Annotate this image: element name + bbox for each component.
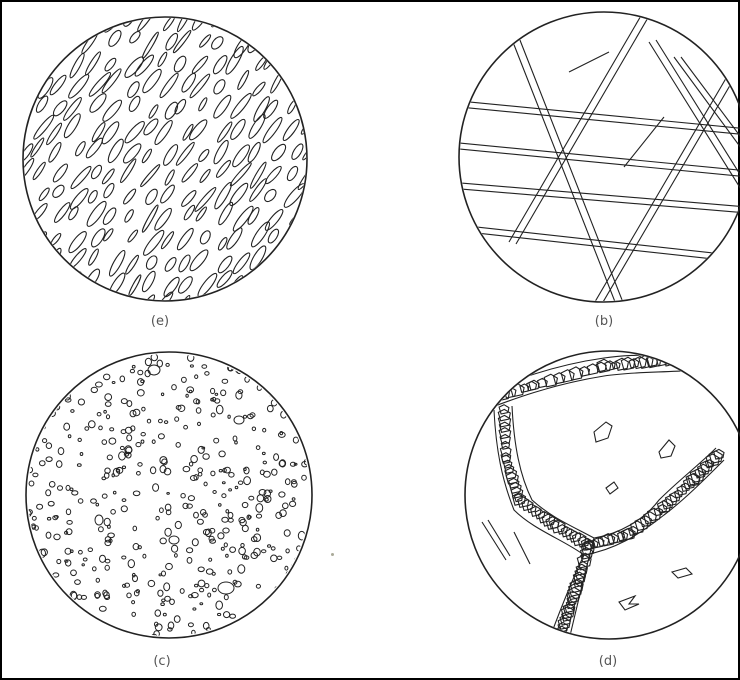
panel-d-caption: (d) [578,654,638,669]
micrograph-panel-d [454,340,740,650]
micrograph-panel-b [449,2,740,312]
grain-boundary-network-micrograph-icon [454,340,740,650]
micrograph-panel-c [14,340,324,650]
elongated-inclusions-micrograph-icon [10,4,320,314]
panel-b-caption: (b) [574,314,634,329]
dispersed-particles-micrograph-icon [14,340,324,650]
panel-a-caption: (e) [130,314,190,329]
micrograph-panel-a [10,4,320,314]
panel-c-caption: (c) [132,654,192,669]
scan-speck [331,553,334,556]
slip-bands-micrograph-icon [449,2,740,312]
